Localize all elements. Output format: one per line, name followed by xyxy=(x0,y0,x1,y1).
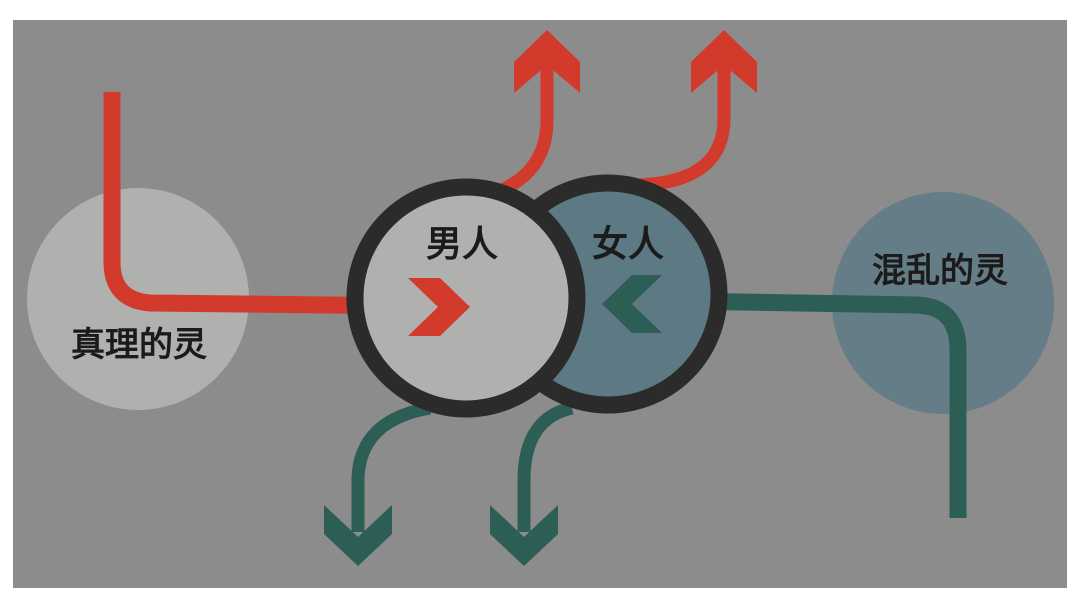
arrow-up-icon xyxy=(514,30,580,93)
man-label: 男人 xyxy=(426,224,498,265)
arrow-up-icon xyxy=(691,30,757,93)
man-down-flow-line xyxy=(351,401,432,532)
spirit-truth-label: 真理的灵 xyxy=(71,325,207,365)
arrow-right-icon xyxy=(408,278,470,336)
arrow-down-icon xyxy=(324,505,392,566)
arrow-left-icon xyxy=(602,275,662,333)
truth-flow-line xyxy=(103,92,419,315)
woman-label: 女人 xyxy=(592,224,664,265)
chaos-flow-line xyxy=(627,291,967,518)
woman-down-flow-line xyxy=(517,401,574,532)
arrow-down-icon xyxy=(490,505,558,566)
man-circle xyxy=(346,178,586,418)
spirit-chaos-label: 混乱的灵 xyxy=(872,251,1008,291)
